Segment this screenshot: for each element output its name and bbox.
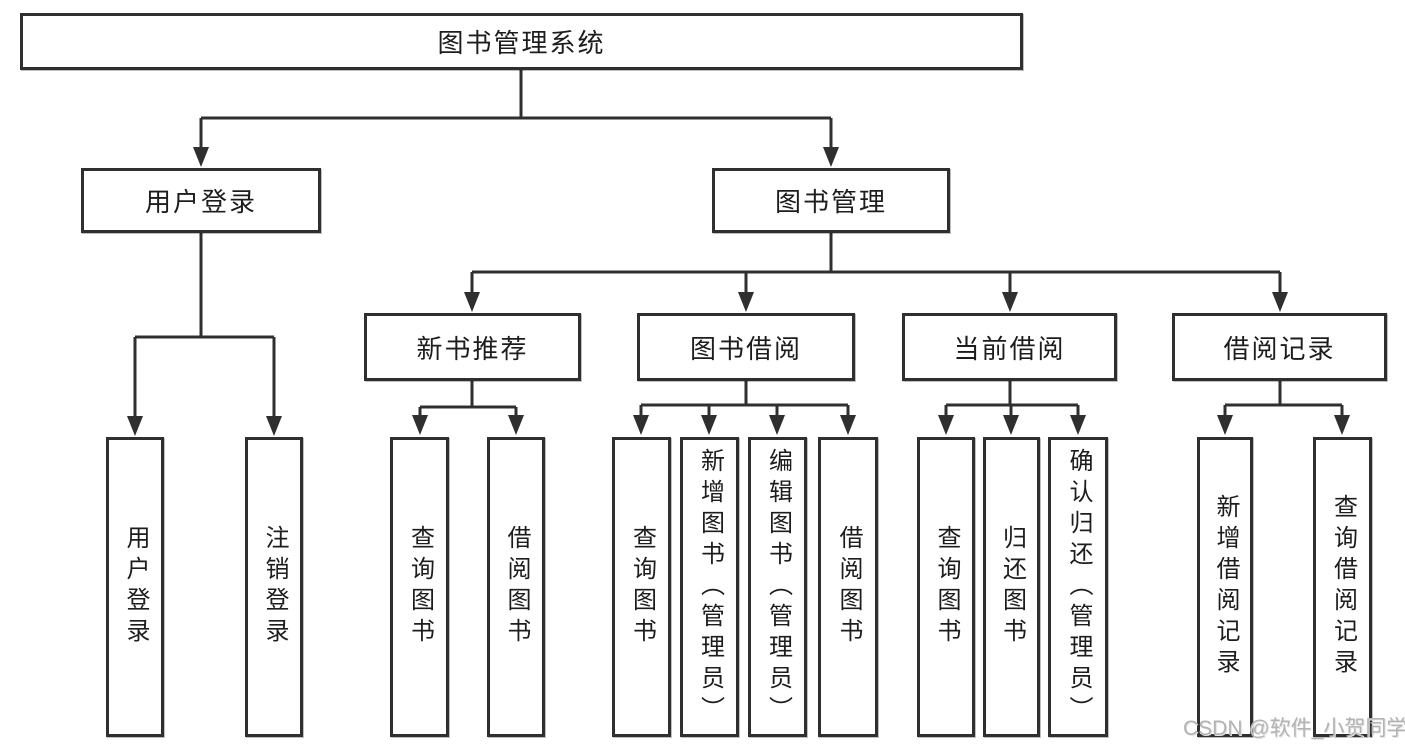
leaf-user-login: 用户登录 bbox=[106, 437, 164, 737]
leaf-label: 归还图书 bbox=[998, 525, 1026, 649]
leaf-logout: 注销登录 bbox=[245, 437, 303, 737]
node-new-book-recommendation: 新书推荐 bbox=[364, 313, 581, 381]
leaf-label: 新增图书（管理员） bbox=[696, 447, 724, 727]
leaf-return-books: 归还图书 bbox=[983, 437, 1040, 737]
leaf-label: 查询图书 bbox=[628, 525, 656, 649]
node-label: 当前借阅 bbox=[953, 333, 1066, 364]
csdn-watermark: CSDN @软件_小贺同学 bbox=[1183, 717, 1405, 740]
node-label: 图书借阅 bbox=[689, 333, 802, 364]
leaf-label: 新增借阅记录 bbox=[1212, 494, 1239, 680]
node-borrowing-records: 借阅记录 bbox=[1172, 313, 1387, 381]
leaf-borrow-books: 借阅图书 bbox=[818, 437, 878, 737]
leaf-label: 用户登录 bbox=[122, 525, 149, 649]
connector-segments bbox=[133, 70, 1344, 419]
leaf-label: 借阅图书 bbox=[503, 525, 530, 649]
leaf-label: 确认归还（管理员） bbox=[1065, 447, 1092, 727]
node-label: 图书管理系统 bbox=[437, 28, 606, 58]
node-label: 借阅记录 bbox=[1223, 333, 1336, 364]
leaf-edit-books-admin: 编辑图书（管理员） bbox=[748, 437, 807, 737]
leaf-add-borrow-record: 新增借阅记录 bbox=[1197, 437, 1253, 737]
leaf-label: 查询图书 bbox=[933, 525, 960, 649]
leaf-query-books: 查询图书 bbox=[390, 437, 449, 737]
leaf-query-books: 查询图书 bbox=[612, 437, 671, 737]
leaf-query-books: 查询图书 bbox=[917, 437, 975, 737]
leaf-label: 借阅图书 bbox=[835, 525, 862, 649]
leaf-label: 编辑图书（管理员） bbox=[764, 447, 792, 727]
node-book-management: 图书管理 bbox=[712, 168, 950, 233]
node-current-borrowing: 当前借阅 bbox=[902, 313, 1117, 381]
node-label: 新书推荐 bbox=[416, 333, 529, 364]
node-library-management-system: 图书管理系统 bbox=[20, 13, 1023, 70]
node-label: 用户登录 bbox=[144, 187, 257, 217]
leaf-label: 注销登录 bbox=[261, 525, 288, 649]
leaf-add-books-admin: 新增图书（管理员） bbox=[680, 437, 739, 737]
leaf-borrow-books: 借阅图书 bbox=[487, 437, 545, 737]
leaf-query-borrow-record: 查询借阅记录 bbox=[1313, 437, 1372, 737]
node-book-borrowing: 图书借阅 bbox=[637, 313, 855, 381]
leaf-label: 查询借阅记录 bbox=[1329, 494, 1357, 680]
node-label: 图书管理 bbox=[774, 187, 887, 217]
leaf-label: 查询图书 bbox=[406, 525, 434, 649]
node-user-login: 用户登录 bbox=[81, 168, 321, 233]
leaf-confirm-return-admin: 确认归还（管理员） bbox=[1048, 437, 1108, 737]
